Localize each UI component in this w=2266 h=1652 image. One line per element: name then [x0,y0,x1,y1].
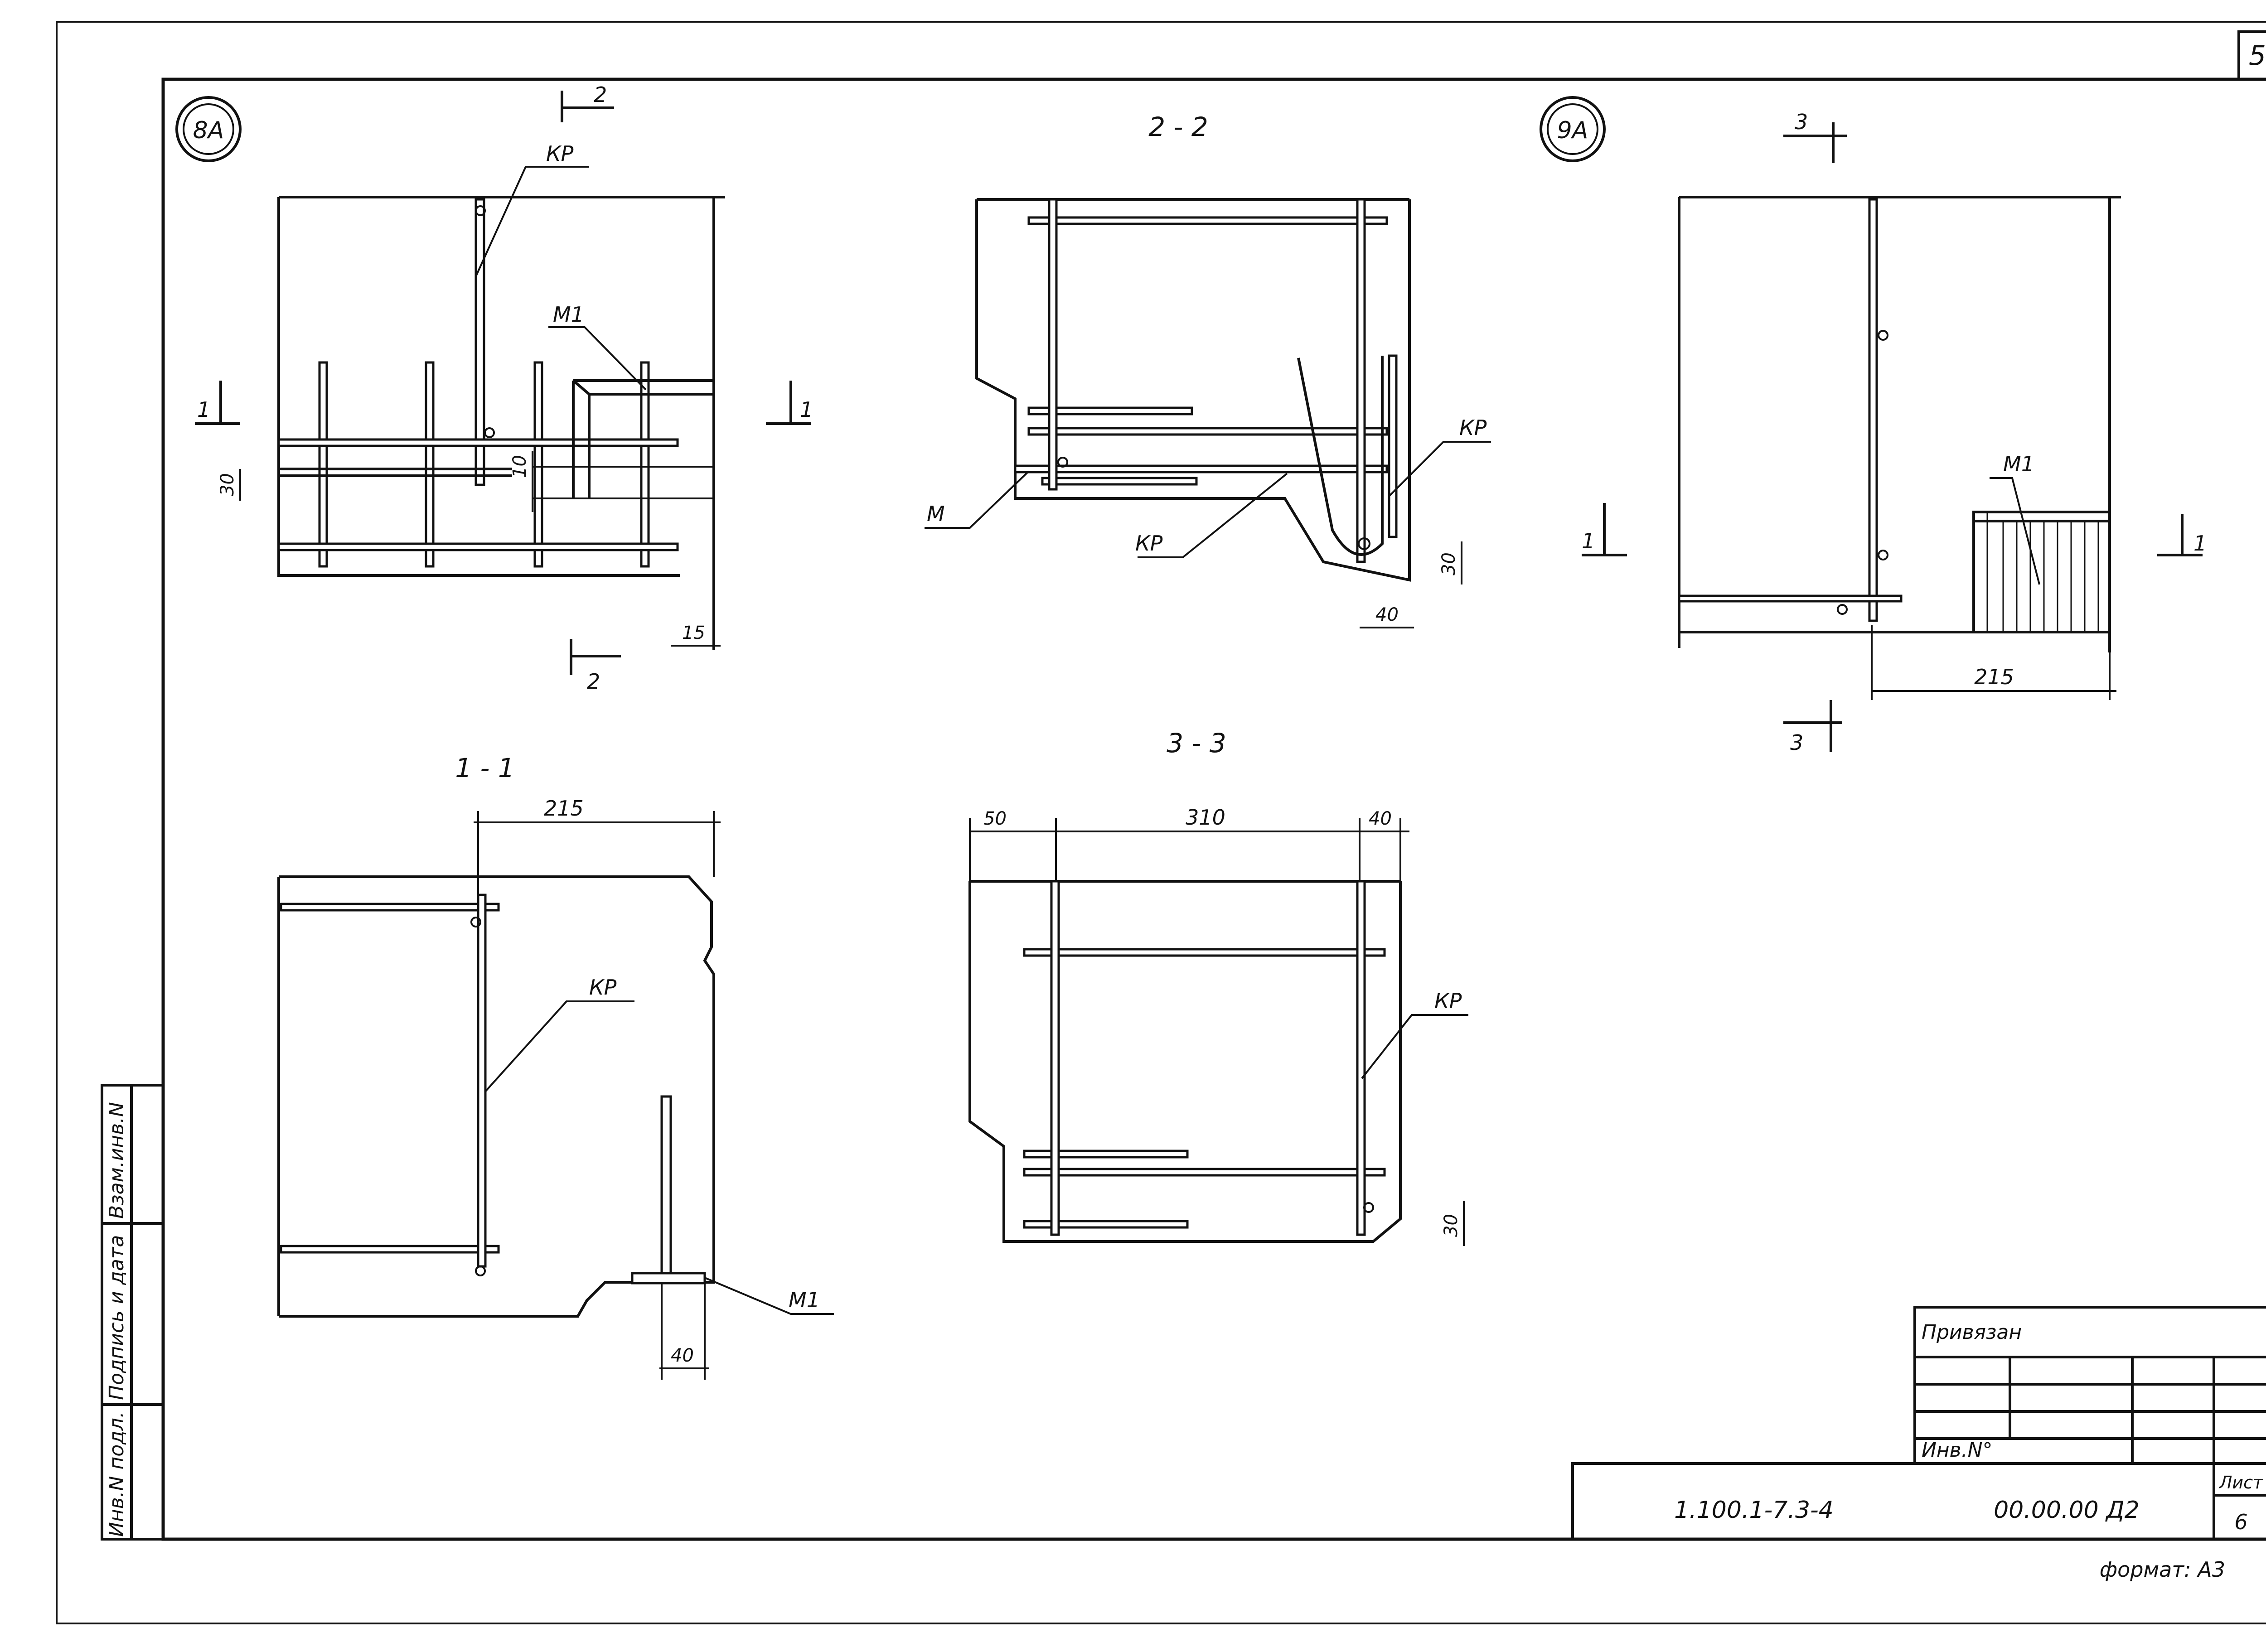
detail-8a-dim-30: 30 [217,473,238,496]
detail-9a-mark-circle [1540,96,1606,162]
section-1-1-kr-label: КР [589,975,617,1000]
section-3-3-kr-label: КР [1434,989,1462,1013]
side-stamp-original-inv: Инв.N подл. [105,1411,128,1537]
outer-frame [56,21,2266,1624]
detail-8a-mark-circle [175,96,242,162]
section-1-1-dim-40: 40 [671,1345,694,1366]
section-2-2-dim-30: 30 [1438,552,1459,575]
side-stamp-replacement-inv: Взам.инв.N [105,1102,128,1219]
format-label: формат: А3 [2100,1557,2225,1582]
section-2-2-title: 2 - 2 [1148,111,1208,142]
section-3-3-title: 3 - 3 [1167,728,1226,758]
inner-frame [161,77,2266,1541]
detail-8a-section-left: 1 [197,397,210,422]
title-block-sheet-label: Лист [2218,1473,2264,1493]
detail-9a-section-top: 3 [1795,110,1808,134]
section-3-3-dim-310: 310 [1186,805,1225,830]
section-3-3-dim-40: 40 [1369,808,1392,829]
detail-8a-section-right: 1 [800,397,813,422]
detail-8a-dim-10: 10 [509,455,530,478]
title-block-sheet-value: 6 [2234,1510,2247,1534]
detail-9a-section-right: 1 [2193,531,2207,555]
detail-8a-kr-label: КР [546,141,574,166]
section-1-1-m1-label: М1 [789,1288,820,1312]
title-block-inv-no: Инв.N° [1922,1439,1993,1462]
detail-9a-plate [1972,511,2111,633]
detail-9a-section-bottom: 3 [1790,730,1803,755]
title-block-tied: Привязан [1922,1321,2022,1344]
section-1-1-title: 1 - 1 [455,753,515,783]
detail-8a: 8А КР М1 2 2 [175,82,813,694]
detail-9a-section-left: 1 [1582,529,1595,553]
section-2-2: 2 - 2 КР КР М 30 40 [925,111,1491,628]
title-block: Привязан Инв.N° 1.100.1-7.3-4 00.00.00 Д… [1571,1306,2266,1541]
side-stamp-signature-date: Подпись и дата [105,1235,128,1400]
detail-9a-m1-label: М1 [2003,452,2034,476]
title-block-drawing-code: 00.00.00 Д2 [1994,1497,2140,1524]
section-2-2-kr-right-label: КР [1459,415,1487,440]
detail-8a-section-bottom: 2 [587,669,600,694]
side-stamp: Взам.инв.N Подпись и дата Инв.N подл. [101,1084,165,1541]
sheet-number: 58 [2249,40,2266,72]
section-3-3-dim-50: 50 [983,808,1007,829]
section-3-3: 3 - 3 КР 50 310 40 30 [968,728,1468,1246]
section-3-3-dim-30: 30 [1441,1214,1462,1237]
section-2-2-dim-40: 40 [1375,604,1399,625]
title-block-doc-code: 1.100.1-7.3-4 [1674,1497,1834,1524]
detail-9a: 9А М1 3 3 1 1 [1540,96,2207,755]
detail-8a-mark: 8А [193,117,224,144]
detail-9a-mark: 9А [1557,117,1588,144]
section-1-1-dim-215: 215 [544,796,584,821]
sheet-number-box [2237,30,2266,81]
section-2-2-kr-bottom-label: КР [1135,531,1163,555]
detail-8a-m1-label: М1 [553,302,584,327]
detail-9a-dim-215: 215 [1974,665,2014,689]
section-2-2-m-label: М [927,502,945,526]
detail-8a-section-top: 2 [594,82,607,107]
section-1-1: 1 - 1 М1 КР 215 40 [277,753,834,1380]
detail-8a-dim-15: 15 [682,623,705,643]
